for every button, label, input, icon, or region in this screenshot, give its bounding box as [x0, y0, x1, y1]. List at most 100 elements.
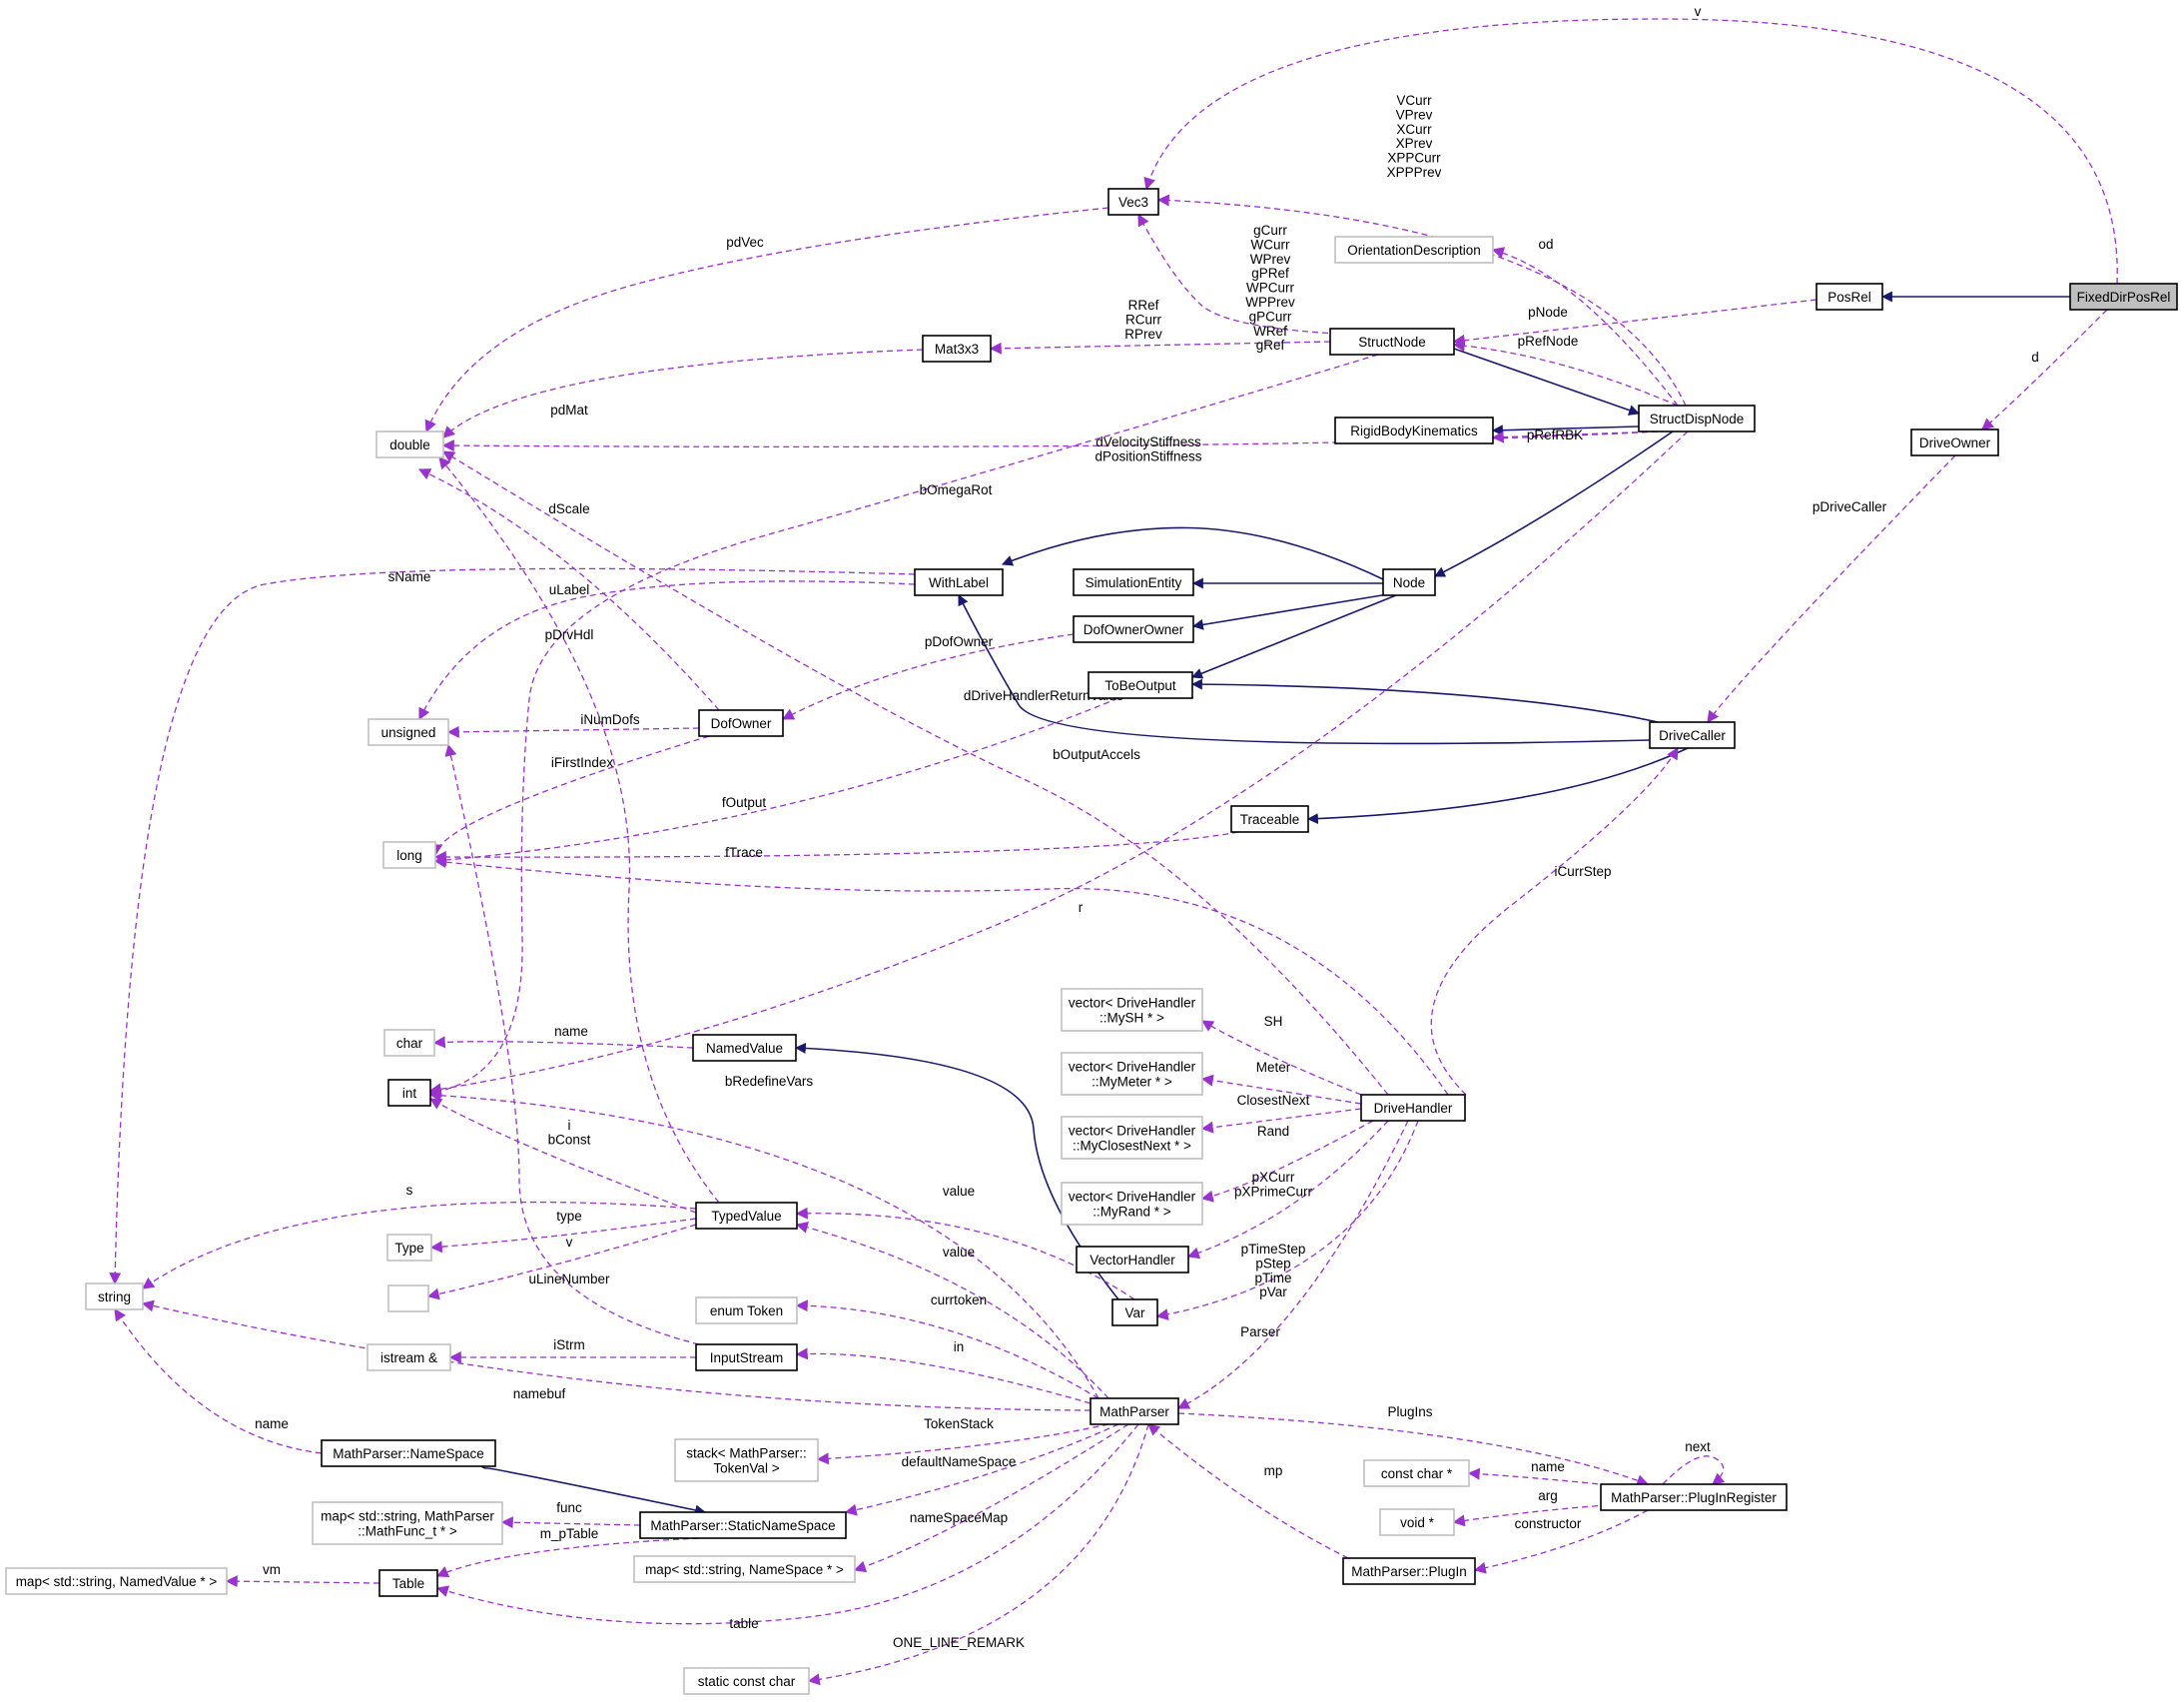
class-node-stackTokenVal[interactable]: stack< MathParser::TokenVal > [674, 1438, 819, 1482]
inheritance-edge-WithLabel-DriveCaller [958, 594, 1651, 745]
node-label: MathParser::PlugIn [1351, 1564, 1467, 1579]
class-node-constChar[interactable]: const char * [1363, 1459, 1470, 1487]
class-node-TypedValue[interactable]: TypedValue [695, 1202, 798, 1230]
edge-label: type [556, 1209, 582, 1224]
class-node-Vec3[interactable]: Vec3 [1107, 188, 1159, 216]
usage-edge-MathParser-int [428, 1089, 1099, 1399]
class-node-NamedValue[interactable]: NamedValue [692, 1034, 797, 1062]
class-node-unsigned[interactable]: unsigned [367, 718, 449, 746]
usage-edge-StructNode-Mat3x3 [989, 341, 1331, 355]
node-box [312, 1501, 503, 1545]
node-label: OrientationDescription [1347, 243, 1481, 258]
class-node-Mat3x3[interactable]: Mat3x3 [922, 335, 992, 363]
class-node-PlugIn[interactable]: MathParser::PlugIn [1342, 1557, 1476, 1585]
edge-label: iStrm [553, 1337, 585, 1352]
node-label: int [402, 1086, 417, 1101]
class-node-PosRel[interactable]: PosRel [1816, 283, 1883, 311]
class-node-PlugInRegister[interactable]: MathParser::PlugInRegister [1600, 1483, 1788, 1511]
class-node-FixedDirPosRel[interactable]: FixedDirPosRel [2069, 283, 2178, 311]
class-node-WithLabel[interactable]: WithLabel [914, 568, 1004, 596]
class-node-DriveOwner[interactable]: DriveOwner [1910, 428, 1999, 456]
usage-edge-TypedValue-Type [429, 1218, 697, 1254]
class-node-long[interactable]: long [382, 841, 436, 869]
class-node-vecMyMeter[interactable]: vector< DriveHandler::MyMeter * > [1061, 1052, 1203, 1096]
class-node-ToBeOutput[interactable]: ToBeOutput [1088, 671, 1193, 699]
edge-label: Meter [1256, 1060, 1291, 1075]
class-node-MathParser[interactable]: MathParser [1090, 1397, 1179, 1425]
node-label: MathParser::NameSpace [333, 1446, 484, 1461]
node-label: vector< DriveHandler::MyMeter * > [1069, 1060, 1196, 1090]
node-box [1816, 283, 1883, 311]
usage-edge-DofOwner-long [430, 735, 710, 857]
class-node-Table[interactable]: Table [378, 1569, 438, 1597]
class-node-Type[interactable]: Type [386, 1234, 432, 1262]
node-label: vector< DriveHandler::MySH * > [1069, 996, 1196, 1026]
class-node-mapNameSpace[interactable]: map< std::string, NameSpace * > [633, 1555, 856, 1583]
node-label: char [396, 1036, 423, 1051]
node-box [1107, 188, 1159, 216]
class-node-Node[interactable]: Node [1382, 568, 1436, 596]
edge-label: value [943, 1184, 975, 1199]
node-label: DriveCaller [1659, 728, 1726, 743]
usage-edge-FixedDirPosRel-DriveOwner [1981, 309, 2108, 430]
usage-edge-NamedValue-char [432, 1036, 694, 1049]
class-node-enumToken[interactable]: enum Token [695, 1296, 798, 1324]
class-node-Traceable[interactable]: Traceable [1230, 805, 1309, 833]
node-box [639, 1511, 847, 1539]
class-node-StructNode[interactable]: StructNode [1329, 328, 1455, 356]
edge-label: ONE_LINE_REMARK [893, 1635, 1025, 1650]
class-node-DriveHandler[interactable]: DriveHandler [1360, 1094, 1466, 1122]
class-node-DofOwner[interactable]: DofOwner [698, 709, 784, 737]
usage-edge-DriveHandler-vecMyMeter [1200, 1074, 1362, 1105]
edge-label: fTrace [725, 845, 763, 860]
class-node-DriveCaller[interactable]: DriveCaller [1649, 721, 1736, 749]
class-node-DofOwnerOwner[interactable]: DofOwnerOwner [1073, 615, 1194, 643]
class-node-staticConstChar[interactable]: static const char [683, 1667, 810, 1695]
class-node-double[interactable]: double [375, 430, 444, 458]
usage-edge-ToBeOutput-long [433, 697, 1119, 867]
class-node-mapNamedValue[interactable]: map< std::string, NamedValue * > [5, 1567, 228, 1595]
class-node-vecMySH[interactable]: vector< DriveHandler::MySH * > [1061, 988, 1203, 1032]
node-label: const char * [1381, 1466, 1453, 1481]
class-node-string[interactable]: string [85, 1282, 144, 1310]
class-node-RigidBodyKinematics[interactable]: RigidBodyKinematics [1334, 417, 1494, 444]
class-node-vecMyRand[interactable]: vector< DriveHandler::MyRand * > [1061, 1182, 1203, 1226]
class-node-char[interactable]: char [383, 1029, 435, 1057]
node-box [378, 1569, 438, 1597]
class-node-voidPtr[interactable]: void * [1379, 1508, 1455, 1536]
node-label: vector< DriveHandler::MyRand * > [1069, 1190, 1196, 1220]
node-label: map< std::string, NameSpace * > [645, 1562, 844, 1577]
usage-edge-WithLabel-unsigned [418, 580, 916, 721]
edge-label: currtoken [931, 1292, 987, 1307]
node-label: istream & [380, 1350, 437, 1365]
class-node-SimulationEntity[interactable]: SimulationEntity [1073, 568, 1194, 596]
class-node-Var[interactable]: Var [1111, 1298, 1158, 1326]
edge-label: table [729, 1616, 758, 1631]
node-box [367, 718, 449, 746]
class-node-NameSpace[interactable]: MathParser::NameSpace [321, 1439, 496, 1467]
usage-edge-TypedValue-int [428, 1098, 697, 1214]
class-node-OrientationDescription[interactable]: OrientationDescription [1334, 236, 1494, 264]
class-node-istream[interactable]: istream & [366, 1343, 451, 1371]
class-node-vecMyClosestNext[interactable]: vector< DriveHandler::MyClosestNext * > [1061, 1116, 1203, 1160]
edge-label: iNumDofs [580, 712, 640, 727]
class-node-InputStream[interactable]: InputStream [695, 1343, 798, 1371]
node-label: Var [1124, 1305, 1145, 1320]
node-label: string [98, 1289, 131, 1304]
node-box [383, 1029, 435, 1057]
class-node-mapMathFunc[interactable]: map< std::string, MathParser::MathFunc_t… [312, 1501, 503, 1545]
class-node-StaticNameSpace[interactable]: MathParser::StaticNameSpace [639, 1511, 847, 1539]
edge-label: pdVec [726, 235, 764, 250]
usage-edge-MathParser-StaticNameSpace [844, 1423, 1119, 1516]
class-node-blank[interactable] [0, 0, 429, 1312]
edge-label: fOutput [722, 795, 767, 810]
edges-layer [109, 18, 2118, 1686]
node-box [922, 335, 992, 363]
node-box [683, 1667, 810, 1695]
node-box [1073, 615, 1194, 643]
class-node-StructDispNode[interactable]: StructDispNode [1638, 405, 1756, 432]
inheritance-edge-StructNode-StructDispNode [1453, 348, 1641, 416]
class-node-VectorHandler[interactable]: VectorHandler [1076, 1246, 1189, 1274]
class-node-int[interactable]: int [387, 1079, 431, 1107]
